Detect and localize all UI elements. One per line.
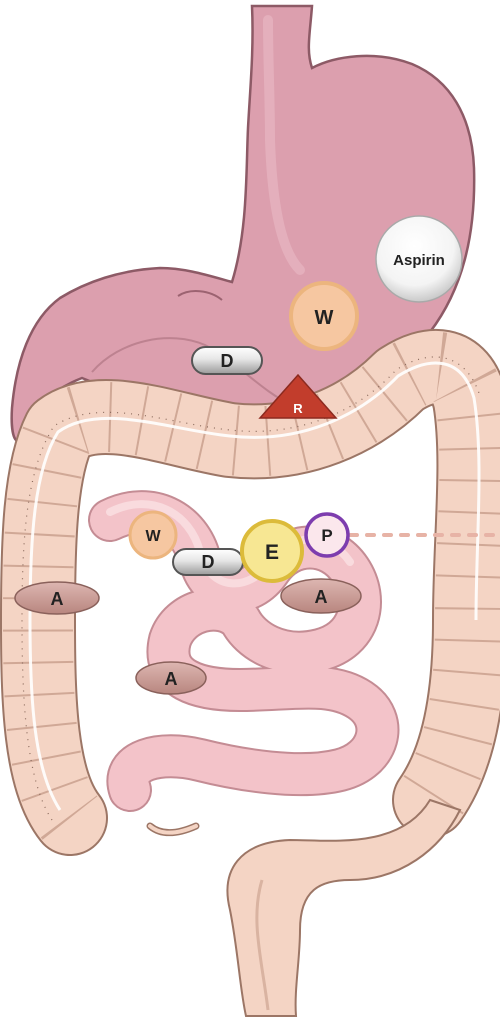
a-left-label: A (51, 589, 64, 609)
intestine-e-marker: E (242, 521, 302, 581)
a-lower-label: A (165, 669, 178, 689)
a-left-marker: A (15, 582, 99, 614)
stomach-w-marker: W (291, 283, 357, 349)
a-right-label: A (315, 587, 328, 607)
stomach-r-label: R (293, 401, 303, 416)
rectum (228, 800, 461, 1016)
stomach-d-capsule: D (192, 347, 262, 374)
rectum-body (228, 800, 461, 1016)
intestine-p-marker: P (306, 514, 348, 556)
intestine-d-label: D (202, 552, 215, 572)
aspirin-label: Aspirin (393, 252, 445, 269)
a-right-marker: A (281, 579, 361, 613)
a-lower-marker: A (136, 662, 206, 694)
stomach-d-label: D (221, 351, 234, 371)
aspirin-tablet: Aspirin (376, 216, 462, 302)
intestine-d-capsule: D (173, 549, 243, 575)
intestine-w-marker: W (130, 512, 176, 558)
intestine-e-label: E (265, 541, 279, 564)
intestine-p-label: P (321, 526, 332, 545)
stomach-w-label: W (315, 307, 334, 329)
intestine-w-label: W (145, 528, 161, 545)
